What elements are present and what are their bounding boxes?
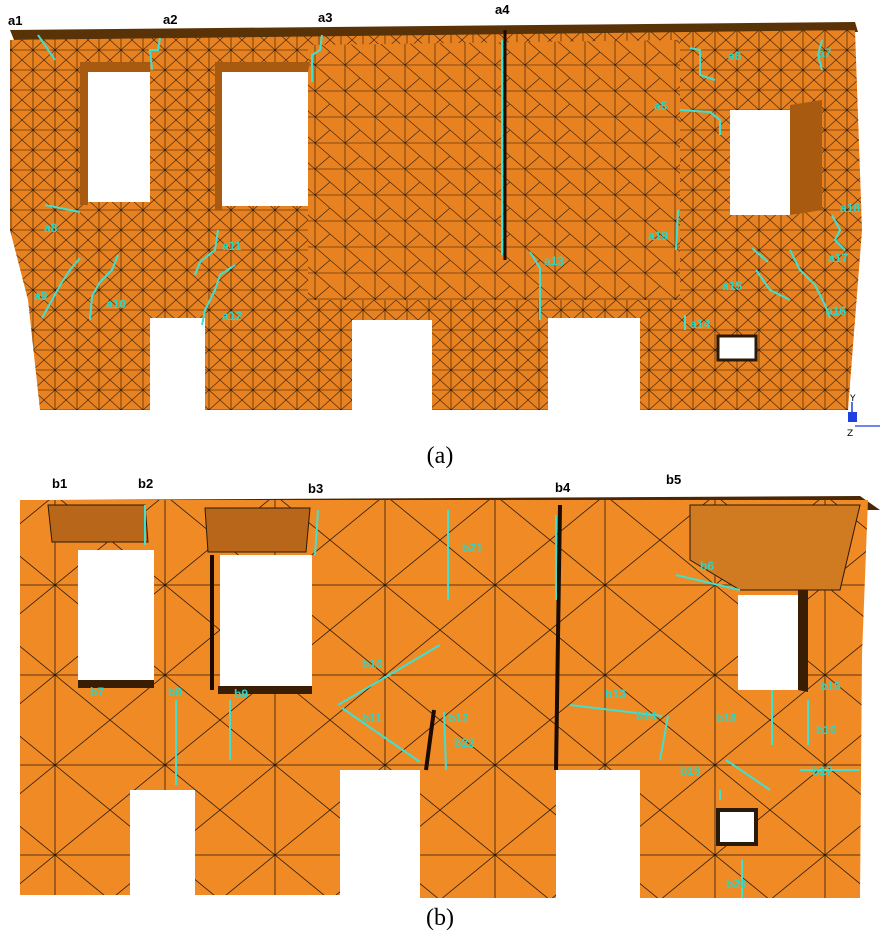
crack-label-b8: b8 — [168, 685, 182, 699]
crack-label-b9: b9 — [234, 687, 248, 701]
door-3-a — [548, 320, 640, 412]
crack-label-b17: b17 — [812, 764, 833, 778]
crack-label-a4: a4 — [495, 2, 510, 17]
crack-label-a6: a6 — [728, 49, 742, 63]
crack-label-a5: a5 — [654, 99, 668, 113]
axis-z-label: Z — [847, 429, 853, 439]
door-1-b — [130, 792, 195, 898]
crack-label-b16: b16 — [816, 723, 837, 737]
small-opening-a — [716, 334, 758, 362]
crack-label-b18: b18 — [716, 711, 737, 725]
ledge-mid-b — [204, 507, 311, 553]
crack-label-a16: a16 — [826, 304, 846, 318]
crack-label-b10: b10 — [362, 657, 383, 671]
door-2-a — [352, 322, 432, 412]
sill-2-b — [218, 686, 312, 694]
crack-label-a13: a13 — [544, 254, 564, 268]
window-3-shadow-b — [798, 590, 808, 692]
crack-label-b19: b19 — [680, 764, 701, 778]
panel-b — [20, 496, 880, 898]
crack-label-a19: a19 — [648, 229, 668, 243]
ledge-right-b — [689, 504, 861, 591]
wall-centre-fine-a — [308, 40, 680, 300]
crack-label-b12: b12 — [448, 711, 469, 725]
window-3-a — [730, 110, 790, 215]
caption-a: (a) — [426, 443, 454, 469]
crack-label-b15: b15 — [820, 679, 841, 693]
window-2-a — [222, 72, 308, 206]
crack-label-a18: a18 — [840, 201, 860, 215]
crack-label-b4: b4 — [555, 480, 571, 495]
crack-labels: a1 a2 a3 a4 a5 a6 a7 a8 a9 a10 a11 a12 a13 a14 a15 a16 a… — [8, 2, 860, 891]
crack-label-b21: b21 — [462, 541, 483, 555]
axis-indicator: Y Z — [847, 394, 880, 439]
crack-label-a2: a2 — [163, 12, 177, 27]
crack-label-b11: b11 — [362, 711, 382, 725]
window-2-b — [220, 555, 312, 689]
small-opening-b — [716, 808, 758, 846]
door-1-a — [150, 320, 205, 412]
crack-label-a14: a14 — [690, 317, 710, 331]
crack-label-b6: b6 — [700, 559, 714, 573]
cracks-b — [144, 505, 860, 898]
crack-label-b13: b13 — [605, 687, 626, 701]
panel-a — [10, 22, 862, 412]
crack-label-b14: b14 — [636, 709, 657, 723]
cracks-a — [37, 34, 846, 330]
crack-label-a12: a12 — [222, 309, 242, 323]
axis-y-label: Y — [849, 394, 856, 404]
crack-label-a7: a7 — [818, 46, 832, 60]
top-face-a — [10, 22, 858, 40]
crack-label-a11: a11 — [222, 239, 242, 253]
joints-b — [210, 504, 562, 771]
window-3-b — [738, 595, 798, 690]
crack-label-b22: b22 — [454, 736, 475, 750]
crack-label-b5: b5 — [666, 472, 681, 487]
crack-label-a10: a10 — [106, 297, 126, 311]
crack-label-b2: b2 — [138, 476, 153, 491]
crack-label-a15: a15 — [722, 279, 742, 293]
crack-label-b1: b1 — [52, 476, 67, 491]
ledge-left-b — [47, 504, 149, 543]
crack-label-a3: a3 — [318, 10, 332, 25]
crack-label-a8: a8 — [44, 221, 58, 235]
crack-label-a9: a9 — [34, 289, 48, 303]
sill-1-b — [78, 680, 154, 688]
crack-label-b7: b7 — [90, 685, 104, 699]
crack-label-a17: a17 — [828, 251, 848, 265]
crack-label-b20: b20 — [726, 877, 747, 891]
window-1-a — [88, 72, 150, 202]
window-3-shadow-a — [790, 100, 822, 215]
door-3-b — [556, 772, 640, 898]
window-1-shadow-a — [80, 62, 150, 205]
door-2-b — [340, 772, 420, 898]
caption-b: (b) — [426, 905, 454, 931]
crack-label-b3: b3 — [308, 481, 323, 496]
crack-label-a1: a1 — [8, 13, 22, 28]
window-1-b — [78, 550, 154, 684]
